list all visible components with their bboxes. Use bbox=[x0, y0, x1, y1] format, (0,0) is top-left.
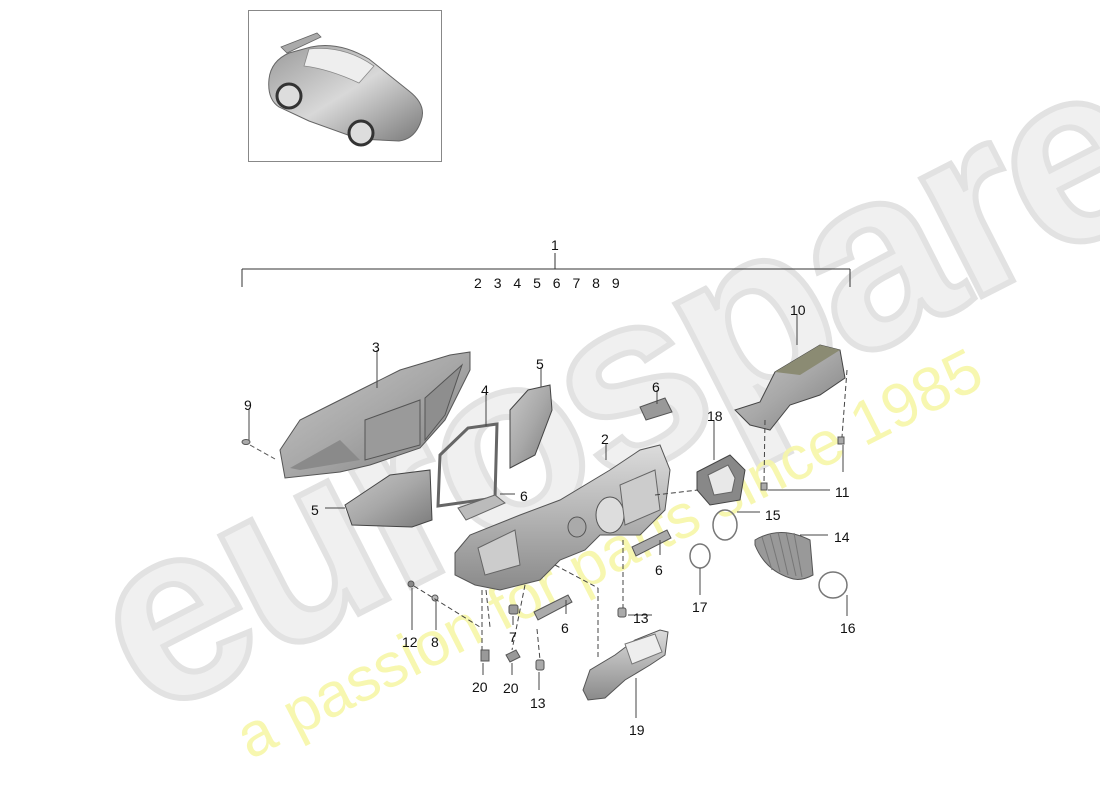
part-17-clamp bbox=[689, 543, 711, 569]
sub-item: 4 bbox=[513, 275, 522, 291]
callout-c14[interactable]: 14 bbox=[834, 529, 850, 545]
callout-c12[interactable]: 12 bbox=[402, 634, 418, 650]
leader-lines bbox=[248, 314, 848, 718]
part-6-flap-1 bbox=[457, 494, 506, 521]
part-11-grommets bbox=[760, 369, 848, 491]
sub-item: 6 bbox=[552, 275, 561, 291]
callout-c11[interactable]: 11 bbox=[835, 484, 850, 500]
assembly-bracket bbox=[241, 253, 851, 287]
part-14-intake-hose bbox=[754, 531, 814, 580]
part-5-filter-lower bbox=[344, 469, 433, 528]
sub-item: 3 bbox=[493, 275, 502, 291]
part-20-holder-1 bbox=[480, 649, 490, 662]
callout-c2[interactable]: 2 bbox=[601, 431, 609, 447]
sub-item: 2 bbox=[474, 275, 482, 291]
callout-c20a[interactable]: 20 bbox=[472, 679, 488, 695]
callout-c16[interactable]: 16 bbox=[840, 620, 856, 636]
callout-c15[interactable]: 15 bbox=[765, 507, 781, 523]
callout-c13b[interactable]: 13 bbox=[530, 695, 546, 711]
part-6-flap-4 bbox=[533, 594, 573, 621]
callout-c7[interactable]: 7 bbox=[509, 629, 517, 645]
callout-c5a[interactable]: 5 bbox=[536, 356, 544, 372]
callout-c17[interactable]: 17 bbox=[692, 599, 708, 615]
callout-c3[interactable]: 3 bbox=[372, 339, 380, 355]
callout-c6d[interactable]: 6 bbox=[561, 620, 569, 636]
callout-c9[interactable]: 9 bbox=[244, 397, 252, 413]
sub-item: 7 bbox=[572, 275, 581, 291]
assembly-lines bbox=[413, 489, 699, 661]
part-18-seal-frame bbox=[696, 454, 746, 506]
part-6-flap-3 bbox=[631, 529, 672, 557]
callout-c18[interactable]: 18 bbox=[707, 408, 723, 424]
callout-c20b[interactable]: 20 bbox=[503, 680, 519, 696]
part-10-intake-duct bbox=[734, 344, 846, 431]
part-4-seal bbox=[436, 422, 499, 508]
part-9-screw bbox=[241, 439, 276, 460]
assembly-sub-items: 2 3 4 5 6 7 8 9 bbox=[474, 275, 620, 291]
callout-c6c[interactable]: 6 bbox=[655, 562, 663, 578]
part-16-clamp bbox=[818, 571, 848, 599]
callout-c8[interactable]: 8 bbox=[431, 634, 439, 650]
part-20-holder-2 bbox=[505, 649, 521, 663]
part-3-upper-housing bbox=[279, 351, 471, 479]
vehicle-thumbnail bbox=[248, 10, 442, 162]
part-12-screw bbox=[407, 580, 415, 588]
assembly-label-main: 1 bbox=[551, 237, 559, 253]
car-image bbox=[268, 32, 423, 147]
sub-item: 5 bbox=[533, 275, 541, 291]
sub-item: 8 bbox=[592, 275, 600, 291]
part-7-nut bbox=[508, 604, 519, 615]
sub-item: 9 bbox=[611, 275, 620, 291]
part-13-buffer-1 bbox=[617, 607, 627, 618]
callout-c6a[interactable]: 6 bbox=[652, 379, 660, 395]
callout-c19[interactable]: 19 bbox=[629, 722, 645, 738]
callout-c4[interactable]: 4 bbox=[481, 382, 489, 398]
part-2-lower-housing bbox=[454, 444, 671, 591]
callout-c13a[interactable]: 13 bbox=[633, 610, 649, 626]
part-6-flap-2 bbox=[639, 397, 673, 421]
part-13-buffer-2 bbox=[535, 659, 545, 671]
part-5-filter-upper bbox=[509, 384, 553, 469]
part-15-clamp bbox=[712, 509, 738, 541]
callout-c5b[interactable]: 5 bbox=[311, 502, 319, 518]
part-19-air-guide bbox=[582, 629, 669, 701]
callout-c6b[interactable]: 6 bbox=[520, 488, 528, 504]
callout-c10[interactable]: 10 bbox=[790, 302, 806, 318]
